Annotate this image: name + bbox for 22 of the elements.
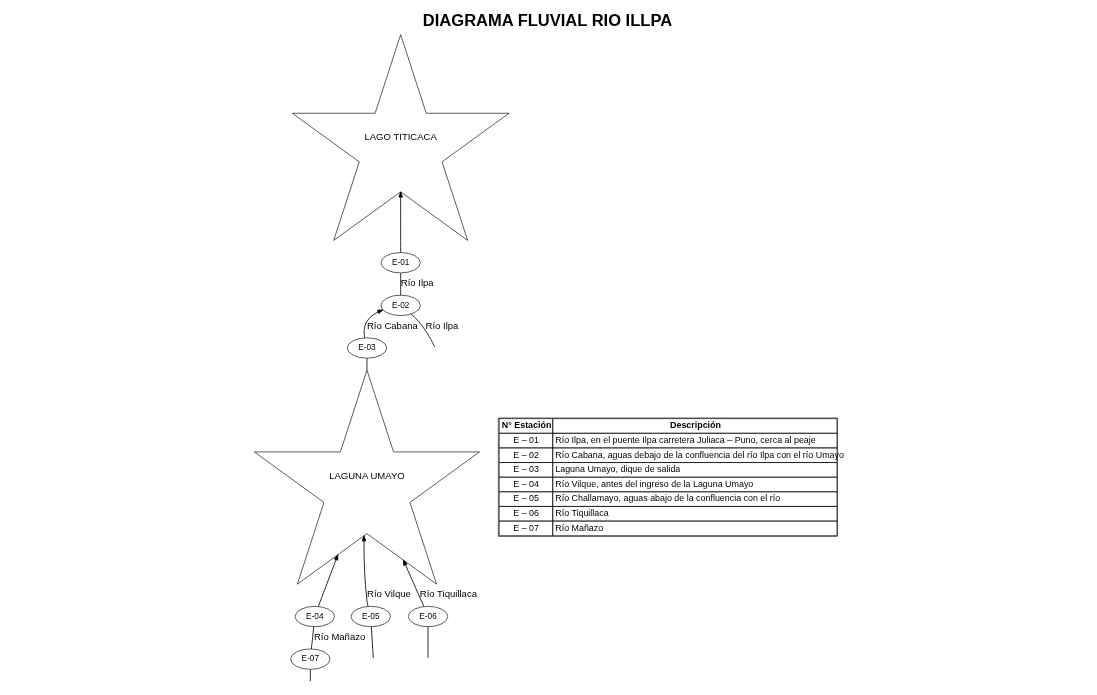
label: Río Mañazo (555, 522, 604, 533)
label: E – 03 (513, 464, 539, 475)
edge-label: Río Ilpa (425, 319, 459, 331)
edge-label: Río Cabana (366, 319, 418, 331)
edge-label: Río Vilque (367, 588, 411, 600)
edge-label: Río Mañazo (313, 631, 366, 643)
edge-label: Río Tiquillaca (419, 588, 477, 600)
label: E – 04 (513, 478, 539, 489)
label: Descripción (670, 419, 721, 430)
label: E – 06 (513, 508, 539, 519)
label: E – 05 (513, 493, 539, 504)
label: Río Challamayo, aguas abajo de la confluencia con el río (555, 493, 781, 504)
diagram-title: DIAGRAMA FLUVIAL RIO ILLPA (422, 11, 673, 31)
label: E – 07 (513, 522, 539, 533)
label: Laguna Umayo, dique de salida (555, 464, 681, 475)
label: N° Estación (501, 419, 552, 430)
edge-label: Río Ilpa (400, 277, 434, 289)
label: Río Vilque, antes del ingreso de la Laguna Umayo (555, 478, 754, 489)
label: E – 01 (513, 434, 539, 445)
label: E – 02 (513, 449, 539, 460)
label: Río Ilpa, en el puente Ilpa carretera Juliaca – Puno, cerca al peaje (555, 434, 816, 445)
label: Río Tiquillaca (555, 508, 609, 519)
